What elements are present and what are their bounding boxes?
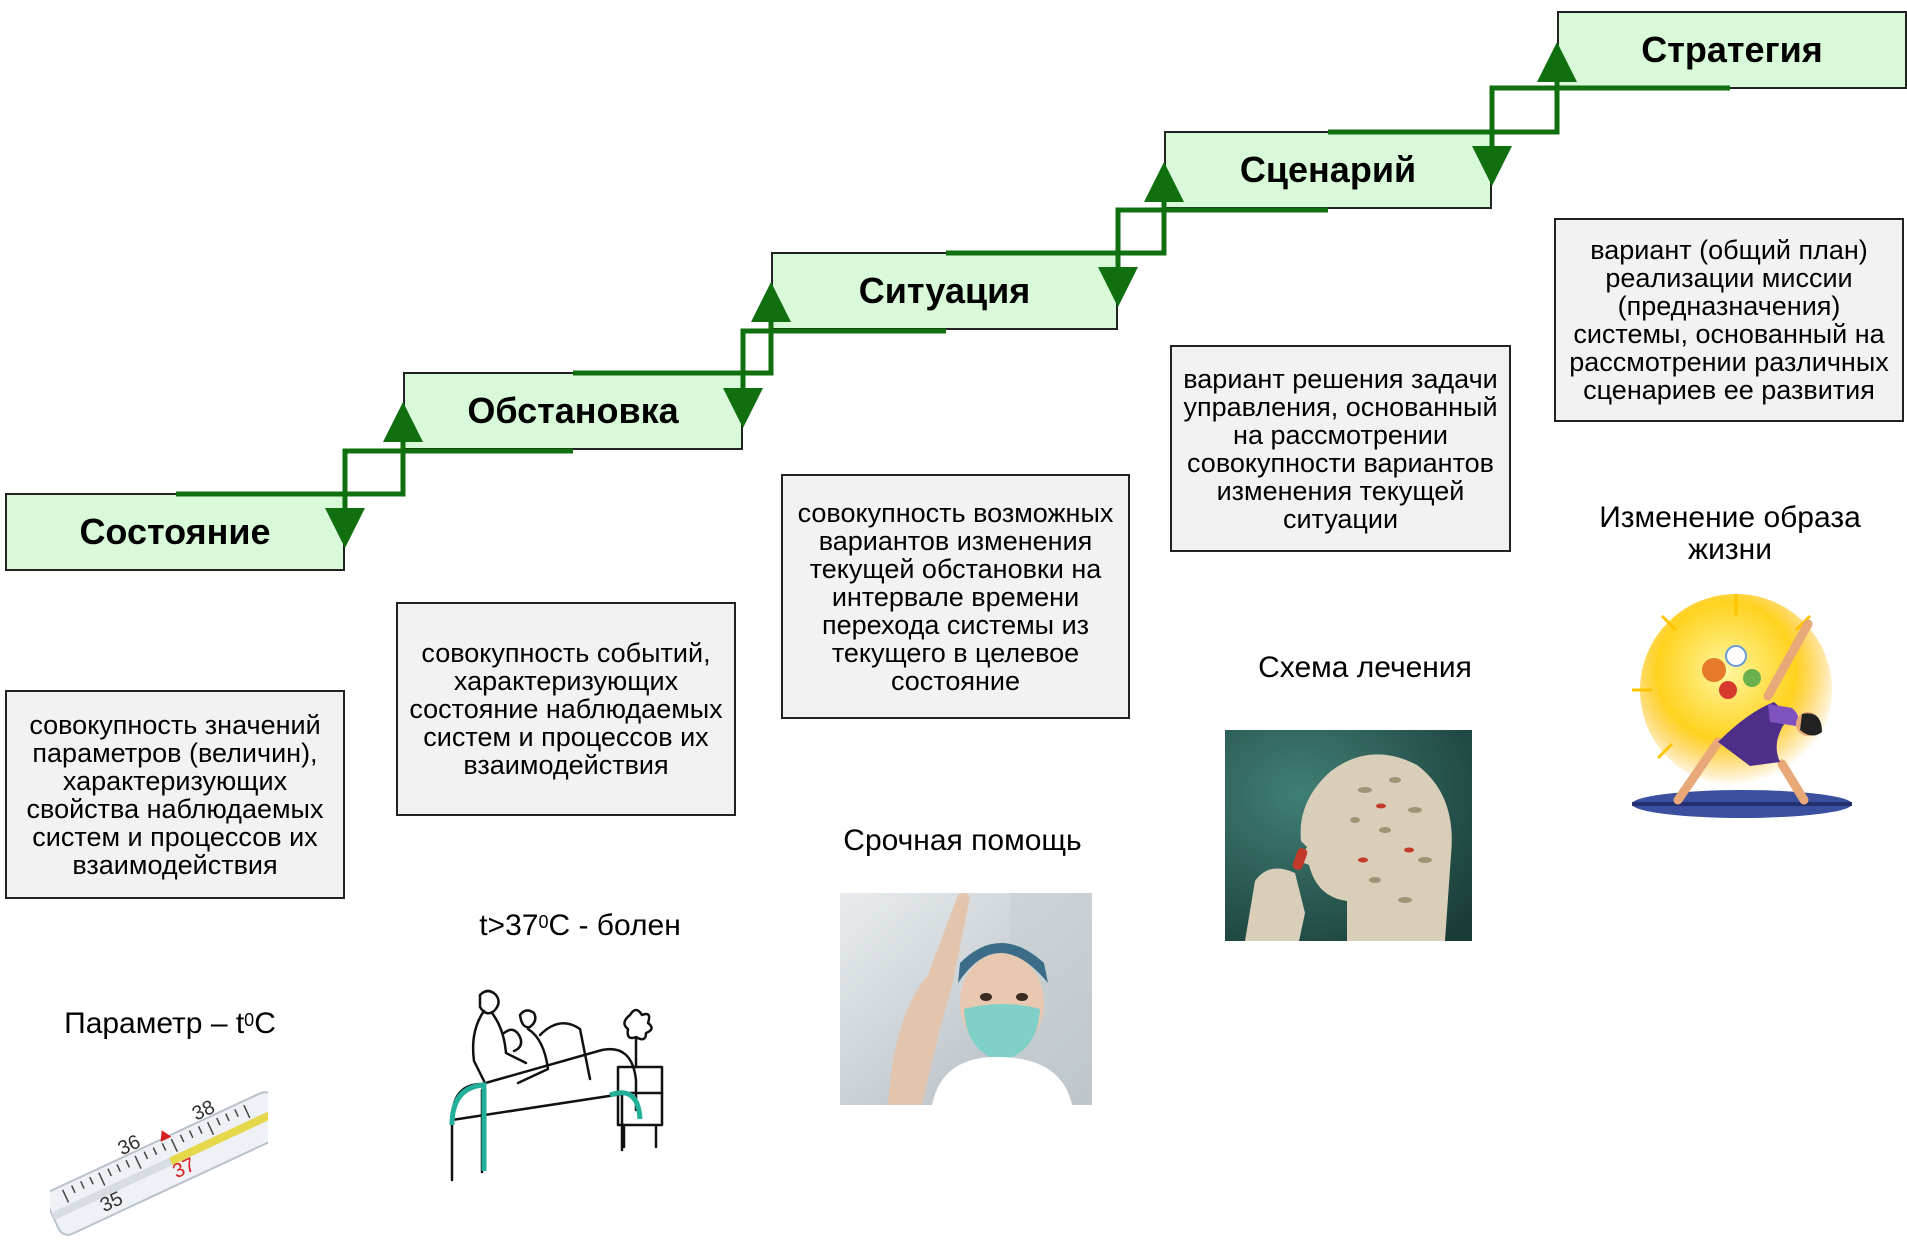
desc-text: вариант (общий план) реализации миссии (… xyxy=(1569,235,1889,405)
desc-text: совокупность возможных вариантов изменен… xyxy=(797,497,1114,696)
stage-label: Сценарий xyxy=(1239,149,1417,190)
connector-line xyxy=(1098,207,1328,307)
stage-obstanovka: Обстановка xyxy=(403,372,743,450)
desc-text: вариант решения задачи управления, основ… xyxy=(1183,363,1498,534)
stage-label: Стратегия xyxy=(1641,29,1823,70)
stage-strategiya: Стратегия xyxy=(1557,11,1907,89)
caption-urgent: Срочная помощь xyxy=(843,824,1082,857)
caption-treatment: Схема лечения xyxy=(1258,651,1472,684)
connector-line xyxy=(723,328,946,428)
stage-label: Ситуация xyxy=(858,270,1031,311)
desc-obstanovka: совокупность событий, характеризующих со… xyxy=(396,602,736,816)
lifestyle-yoga-image xyxy=(1632,594,1852,818)
connector-line xyxy=(1328,55,1560,135)
caption-lifestyle: Изменение образа жизни xyxy=(1599,501,1861,566)
stage-sostoyanie: Состояние xyxy=(5,493,345,571)
nurse-photo xyxy=(840,893,1092,1105)
connector-line xyxy=(946,175,1167,256)
connector-line xyxy=(573,295,774,376)
desc-text: совокупность событий, характеризующих со… xyxy=(409,638,723,780)
caption-ill: t>370C - болен xyxy=(479,909,681,942)
connector-line xyxy=(176,416,406,497)
caption-parameter: Параметр – t0C xyxy=(64,1007,276,1040)
desc-situatsiya: совокупность возможных вариантов изменен… xyxy=(781,474,1130,719)
thermometer-image: 35 36 37 38 xyxy=(50,1091,268,1236)
desc-stsenariy: вариант решения задачи управления, основ… xyxy=(1170,345,1511,552)
patient-bed-image xyxy=(449,989,664,1182)
stage-stsenariy: Сценарий xyxy=(1164,131,1492,209)
stage-situatsiya: Ситуация xyxy=(771,252,1118,330)
desc-sostoyanie: совокупность значений параметров (величи… xyxy=(5,690,345,899)
connector-line xyxy=(1472,85,1730,186)
stage-label: Состояние xyxy=(79,511,271,552)
desc-text: совокупность значений параметров (величи… xyxy=(26,709,324,880)
stage-label: Обстановка xyxy=(467,390,679,431)
connector-line xyxy=(325,448,573,548)
pills-head-photo xyxy=(1225,730,1472,941)
desc-strategiya: вариант (общий план) реализации миссии (… xyxy=(1554,218,1904,422)
